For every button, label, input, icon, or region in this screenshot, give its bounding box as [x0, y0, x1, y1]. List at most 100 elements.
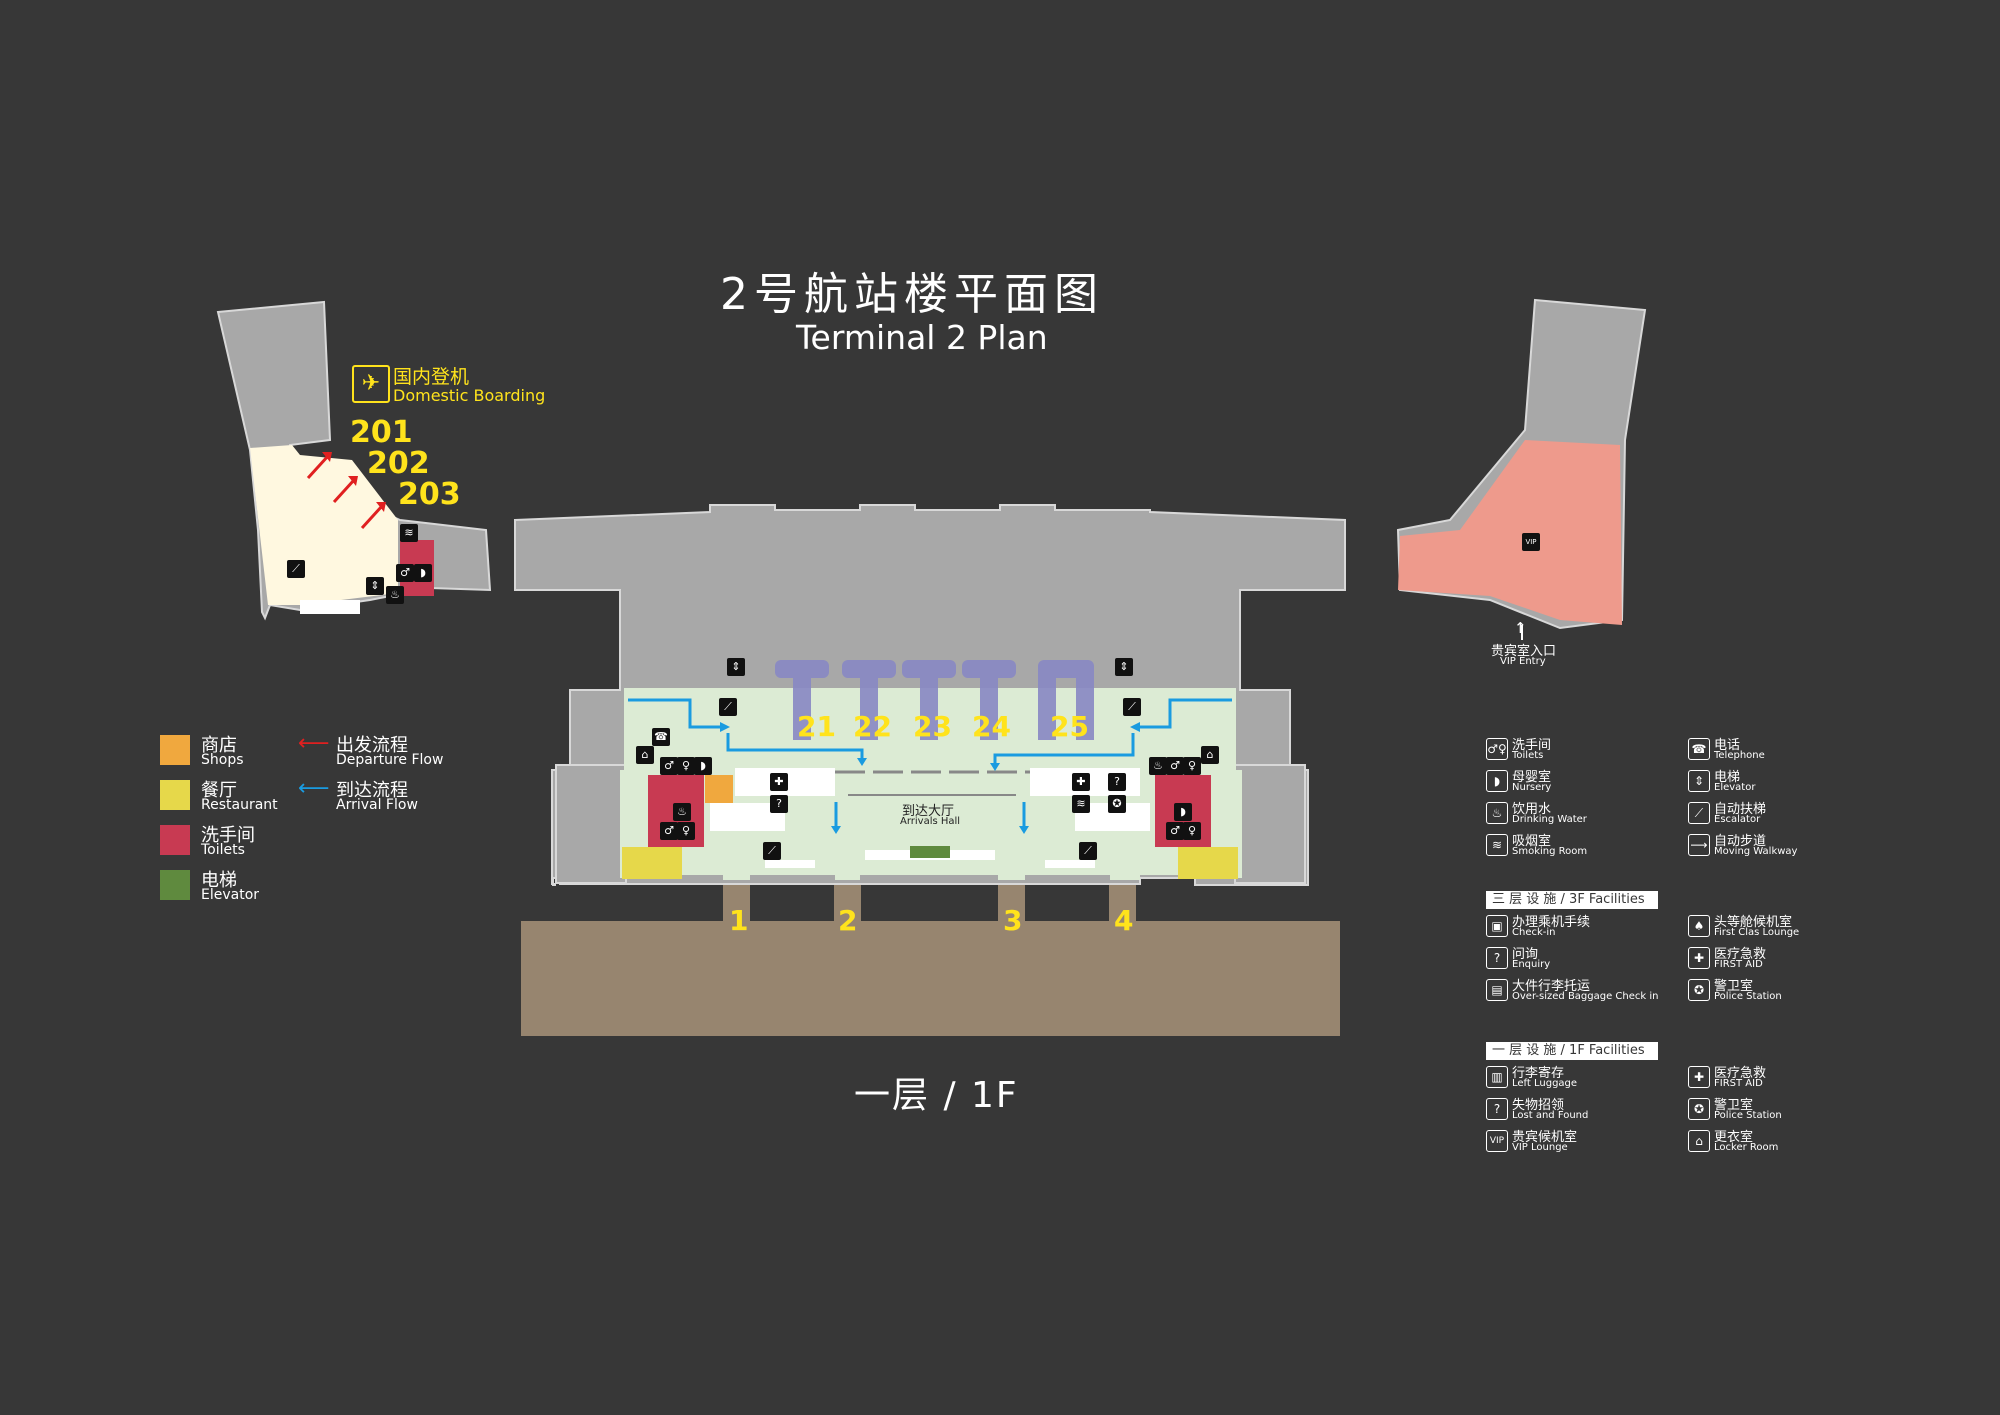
gate-22: 22 [853, 710, 892, 743]
first-aid-icon: ✚ [1072, 773, 1090, 791]
moving-walkway-icon: ⟶ [1688, 834, 1710, 856]
flow-arrow-icon: ⟵ [298, 731, 330, 756]
arrival-flow-arrows [628, 698, 1232, 828]
first-aid-icon: ✚ [1688, 1066, 1710, 1088]
shop-zone [705, 775, 733, 803]
facility-label-en: Telephone [1714, 750, 1765, 761]
gate-202: 202 [367, 446, 430, 481]
facility-label-en: Drinking Water [1512, 814, 1587, 825]
facility-label-cn: 饮用水 [1512, 802, 1552, 817]
legend-label-en: Elevator [201, 887, 260, 903]
apron [521, 921, 1340, 1036]
legend-label-cn: 商店 [201, 735, 237, 756]
vip-entry-en: VIP Entry [1500, 656, 1546, 667]
toilet-icon: ♂ [660, 822, 678, 840]
facility-label-en: Smoking Room [1512, 846, 1588, 857]
facility-label-cn: 大件行李托运 [1512, 979, 1591, 994]
exit-4: 4 [1114, 904, 1134, 937]
nursery-icon: ◗ [1486, 770, 1508, 792]
vip-lounge-icon: VIP [1486, 1130, 1508, 1152]
elevator-icon: ⇕ [1688, 770, 1710, 792]
vip-entry-cn: 贵宾室入口 [1491, 644, 1557, 659]
restaurant-zone-west [622, 847, 682, 879]
toilet-icon: ♂ [1166, 757, 1184, 775]
telephone-icon: ☎ [1688, 738, 1710, 760]
pier-walkway [300, 600, 360, 614]
arrivals-hall-en: Arrivals Hall [900, 816, 961, 827]
elevator-icon: ⇕ [727, 658, 745, 676]
facility-label-en: Moving Walkway [1714, 846, 1798, 857]
locker-room-icon: ⌂ [1688, 1130, 1710, 1152]
facility-label-en: Locker Room [1714, 1142, 1779, 1153]
escalator-icon: ⟋ [1688, 802, 1710, 824]
escalator-icon: ⟋ [719, 698, 737, 716]
west-wing [555, 764, 627, 884]
enquiry-icon: ? [1486, 947, 1508, 969]
facility-label-cn: 更衣室 [1714, 1130, 1754, 1145]
nursery-icon: ◗ [694, 757, 712, 775]
legend-label-en: Shops [201, 752, 244, 768]
floor-label: 一层 / 1F [854, 1075, 1019, 1116]
exit-2: 2 [838, 904, 858, 937]
exit-column [723, 878, 750, 924]
flow-arrow-icon: ⟵ [298, 776, 330, 801]
gate-201: 201 [350, 415, 413, 450]
toilet-icon: ♀ [677, 822, 695, 840]
exit-column [998, 878, 1025, 924]
facility-label-en: VIP Lounge [1512, 1142, 1568, 1153]
drinking-water-icon: ♨ [1149, 757, 1167, 775]
legend-flow-en: Arrival Flow [336, 797, 418, 813]
first-class-lounge-icon: ♠ [1688, 915, 1710, 937]
facility-label-cn: 自动步道 [1714, 834, 1767, 849]
toilet-icon: ♂ [1166, 822, 1184, 840]
facility-label-cn: 贵宾候机室 [1512, 1130, 1578, 1145]
exit-column [834, 878, 861, 924]
elevator-icon: ⇕ [1115, 658, 1133, 676]
gate-203: 203 [398, 477, 461, 512]
gate-24: 24 [972, 710, 1011, 743]
drinking-water-icon: ♨ [673, 803, 691, 821]
legend-flow-cn: 出发流程 [336, 735, 408, 756]
domestic-boarding-cn: 国内登机 [393, 366, 470, 388]
boarding-bridges [775, 660, 1094, 740]
police-icon: ✪ [1688, 979, 1710, 1001]
legend-swatch [160, 780, 190, 810]
toilet-icon: ♂♀ [1486, 738, 1508, 760]
nursery-icon: ◗ [1174, 803, 1192, 821]
enquiry-icon: ? [770, 795, 788, 813]
departure-flow-arrows [306, 452, 386, 530]
legend-swatch [160, 870, 190, 900]
legend-label-en: Toilets [201, 842, 245, 858]
exit-column [1109, 878, 1136, 924]
toilet-icon: ♀ [1183, 822, 1201, 840]
police-icon: ✪ [1688, 1098, 1710, 1120]
east-wing [1234, 764, 1306, 884]
first-aid-icon: ✚ [770, 773, 788, 791]
vip-arrow-glyph: ↑ [1514, 619, 1527, 637]
legend-label-en: Restaurant [201, 797, 278, 813]
nursery-icon: ◗ [414, 564, 432, 582]
facility-label-en: Escalator [1714, 814, 1761, 825]
lost-found-icon: ? [1108, 773, 1126, 791]
left-luggage-icon: ▥ [1486, 1066, 1508, 1088]
exit-3: 3 [1003, 904, 1023, 937]
arrival-arrowheads [720, 722, 1140, 834]
facility-label-en: Check-in [1512, 927, 1556, 938]
gate-21: 21 [797, 710, 836, 743]
drinking-water-icon: ♨ [1486, 802, 1508, 824]
locker-room-icon: ⌂ [1201, 746, 1219, 764]
legend-label-cn: 洗手间 [201, 825, 255, 846]
1f-facilities-header: 一 层 设 施 / 1F Facilities [1486, 1042, 1658, 1060]
facility-label-cn: 问询 [1512, 947, 1539, 962]
facility-label-cn: 自动扶梯 [1714, 802, 1767, 817]
escalator-icon: ⟋ [287, 560, 305, 578]
facility-label-en: Over-sized Baggage Check in [1512, 991, 1659, 1002]
elevator-block [910, 846, 950, 858]
exit-door [765, 860, 815, 868]
facility-label-en: Left Luggage [1512, 1078, 1578, 1089]
facility-label-cn: 行李寄存 [1512, 1066, 1565, 1081]
facility-label-en: Nursery [1512, 782, 1552, 793]
facility-label-cn: 警卫室 [1714, 1098, 1754, 1113]
smoking-icon: ≋ [400, 524, 418, 542]
